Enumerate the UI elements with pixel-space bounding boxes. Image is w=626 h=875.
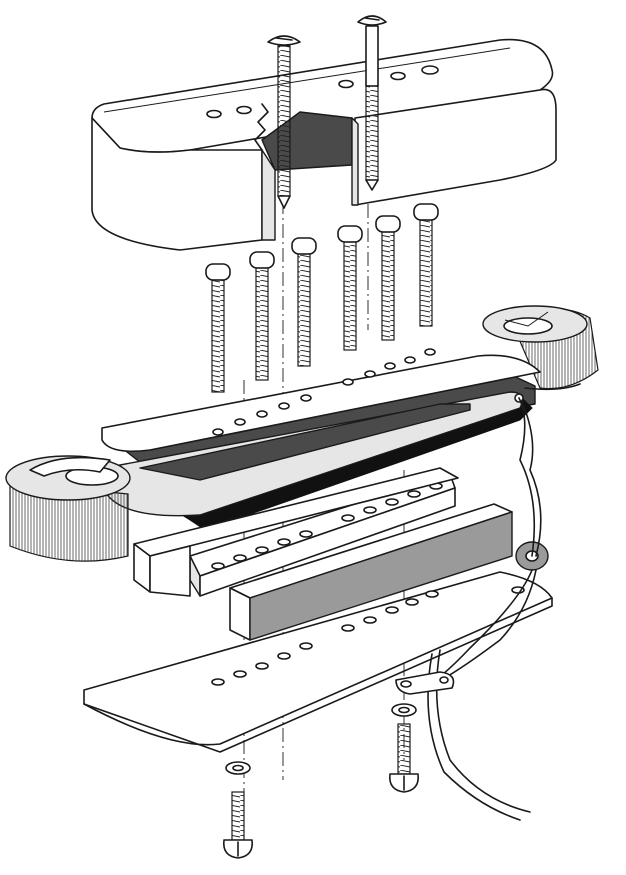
magnet-bar-front	[229, 503, 513, 641]
magnet-bar-back	[133, 467, 459, 597]
pole-piece-screw	[291, 237, 317, 367]
top-flatwork-plate	[101, 348, 541, 471]
base-plate	[83, 571, 553, 753]
pickup-cover	[91, 38, 557, 251]
cover-screw-right	[357, 15, 387, 191]
pole-piece-screws	[205, 203, 439, 393]
solder-lug	[395, 671, 455, 695]
pole-bar	[189, 473, 456, 597]
washer-left	[225, 761, 251, 775]
cover-screw-left	[267, 35, 301, 209]
bobbin-coil-left	[5, 455, 131, 562]
pole-piece-screw	[413, 203, 439, 327]
pole-piece-screw	[205, 263, 231, 393]
mounting-screw-left	[222, 791, 254, 859]
washer-right	[391, 703, 417, 717]
mounting-screw-right	[388, 723, 420, 793]
pole-piece-screw	[249, 251, 275, 381]
pole-piece-screw	[337, 225, 363, 351]
bobbin-top-plate	[103, 391, 533, 531]
pole-piece-screw	[375, 215, 401, 341]
